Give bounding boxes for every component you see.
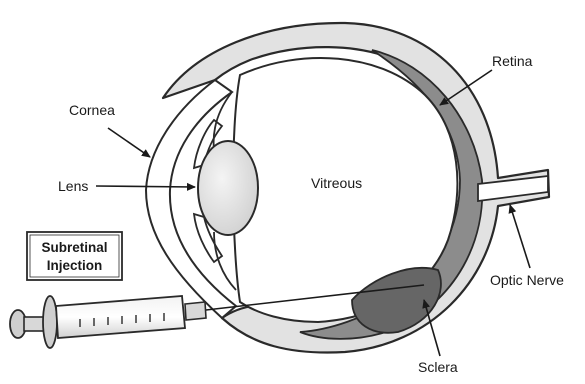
cornea-pointer — [108, 128, 150, 157]
retina-label: Retina — [492, 53, 533, 69]
vitreous-label: Vitreous — [311, 175, 362, 191]
optic-nerve-pointer — [510, 205, 530, 268]
lens — [198, 141, 258, 235]
lens-pointer — [96, 186, 195, 187]
callout-line1: Subretinal — [41, 240, 107, 255]
cornea-label: Cornea — [69, 102, 115, 118]
subretinal-injection-callout: Subretinal Injection — [27, 232, 122, 280]
lens-label: Lens — [58, 178, 88, 194]
sclera-label: Sclera — [418, 359, 458, 375]
optic-nerve-label: Optic Nerve — [490, 272, 564, 288]
callout-line2: Injection — [47, 258, 103, 273]
